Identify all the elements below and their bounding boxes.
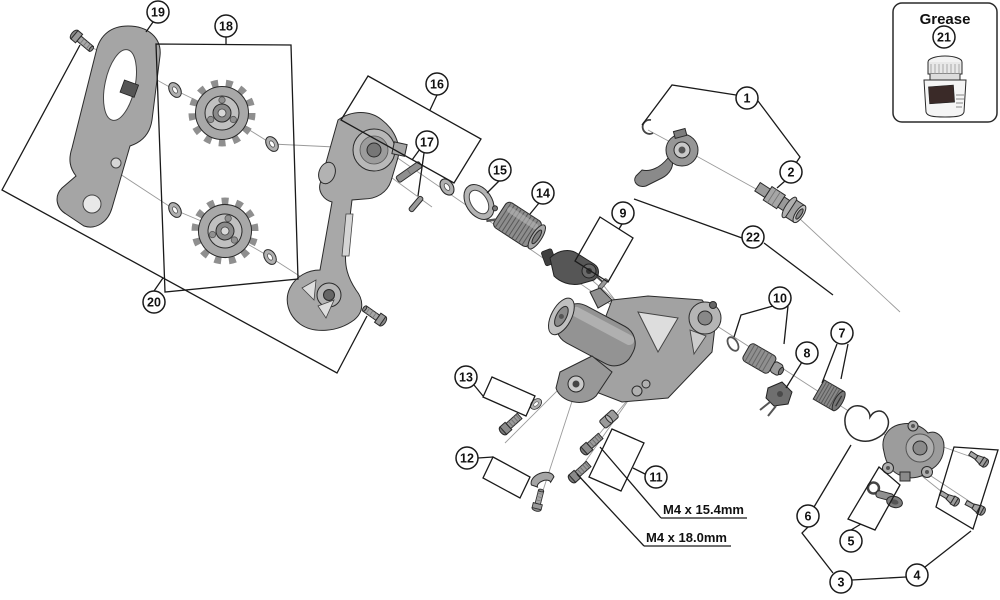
svg-text:4: 4 [914, 568, 921, 582]
callout-12: 12 [455, 446, 479, 470]
callout-20: 20 [142, 290, 166, 314]
callout-16: 16 [425, 72, 449, 96]
callout-9: 9 [611, 201, 635, 225]
callout-21: 21 [932, 25, 956, 49]
part-ratchet-ring [463, 184, 499, 220]
grease-label: Grease [920, 11, 971, 28]
part-bracket-axle-bolt [754, 181, 807, 224]
svg-text:16: 16 [430, 77, 444, 91]
svg-text:3: 3 [838, 575, 845, 589]
callout-5: 5 [839, 529, 863, 553]
svg-text:13: 13 [459, 370, 473, 384]
part-main-body-movable-member [547, 287, 722, 403]
callout-4: 4 [905, 563, 929, 587]
part-c-clip [641, 118, 654, 135]
svg-text:8: 8 [804, 346, 811, 360]
part-gasket-seal [844, 405, 890, 442]
callout-11: 11 [644, 465, 668, 489]
part-adjust-barrel [812, 379, 846, 412]
callout-13: 13 [454, 365, 478, 389]
grease-legend-box: Grease [892, 2, 998, 123]
callout-8: 8 [795, 341, 819, 365]
part-guide-pulley [192, 83, 252, 143]
callout-1: 1 [735, 86, 759, 110]
callout-17: 17 [415, 130, 439, 154]
part-di2-cable-arm [541, 248, 609, 290]
svg-text:19: 19 [151, 5, 165, 19]
callout-10: 10 [768, 286, 792, 310]
callout-7: 7 [830, 321, 854, 345]
dimension-label-m4-180: M4 x 18.0mm [646, 530, 727, 545]
part-stop-screw-group [497, 396, 545, 437]
svg-text:2: 2 [788, 165, 795, 179]
part-link-screws-group [566, 409, 619, 485]
svg-text:1: 1 [744, 91, 751, 105]
svg-text:11: 11 [649, 470, 662, 484]
part-spring-cover-cylinder [486, 201, 546, 250]
part-tension-spring [742, 343, 785, 376]
part-cage-bolt-upper [68, 28, 97, 55]
part-motor-unit [882, 420, 945, 482]
svg-text:18: 18 [219, 19, 233, 33]
part-cable-plate-group [530, 471, 555, 513]
part-o-ring [726, 336, 740, 352]
callout-22: 22 [741, 225, 765, 249]
part-adjust-plate [759, 381, 793, 417]
svg-text:17: 17 [420, 135, 434, 149]
svg-text:9: 9 [620, 206, 627, 220]
leader-lines [1, 21, 999, 581]
svg-text:12: 12 [460, 451, 474, 465]
grease-jar-icon [923, 55, 967, 118]
part-fixing-screws [937, 448, 991, 517]
svg-text:7: 7 [839, 326, 846, 340]
part-mode-lever [866, 481, 903, 509]
callout-18: 18 [214, 14, 238, 38]
part-inner-cage-plate [56, 25, 161, 228]
dimension-label-m4-154: M4 x 15.4mm [663, 502, 744, 517]
part-outer-cage-plate [286, 112, 408, 331]
callout-14: 14 [531, 181, 555, 205]
svg-text:21: 21 [937, 30, 951, 44]
svg-text:6: 6 [805, 509, 812, 523]
part-cage-bolt-lower [359, 302, 389, 328]
part-bracket-axle-unit [634, 127, 699, 187]
part-tension-pulley [189, 195, 262, 268]
svg-text:14: 14 [536, 186, 550, 200]
callout-3: 3 [829, 570, 853, 594]
callout-19: 19 [146, 0, 170, 24]
svg-text:22: 22 [746, 230, 760, 244]
callout-6: 6 [796, 504, 820, 528]
svg-text:15: 15 [493, 163, 507, 177]
svg-text:10: 10 [773, 291, 787, 305]
svg-text:5: 5 [848, 534, 855, 548]
callout-2: 2 [779, 160, 803, 184]
svg-text:20: 20 [147, 295, 161, 309]
callout-15: 15 [488, 158, 512, 182]
dimension-labels: M4 x 15.4mm M4 x 18.0mm [646, 502, 744, 545]
pulley-box-parts [165, 80, 282, 268]
